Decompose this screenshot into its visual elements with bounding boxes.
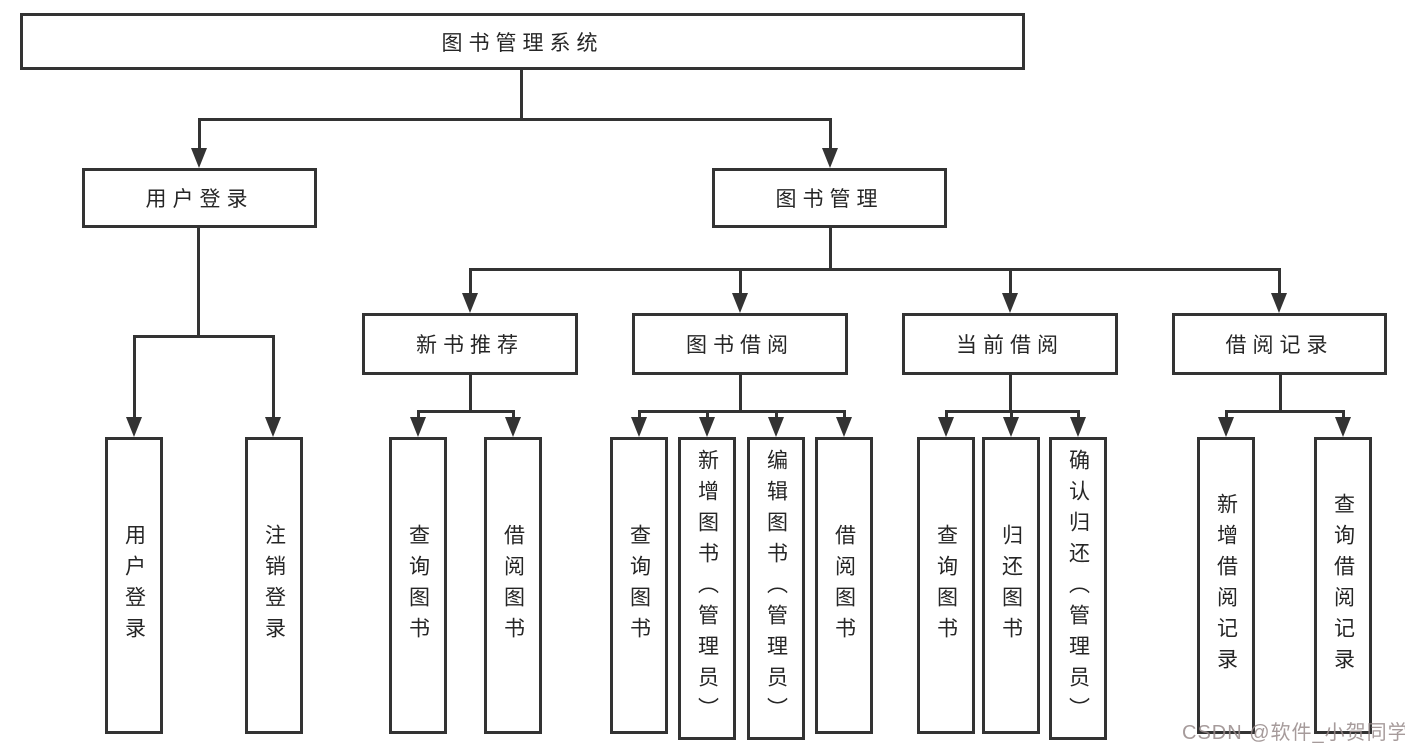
connector-leaf-stem	[1225, 410, 1228, 419]
connector-user-login-stem	[198, 118, 201, 150]
connector-leaf-stem	[775, 410, 778, 419]
connector-book-mgmt-down	[829, 228, 832, 268]
node-label: 当前借阅	[956, 334, 1064, 357]
connector-leaf-stem	[843, 410, 846, 419]
node-label: 图书借阅	[686, 334, 794, 357]
node-book-borrow: 图书借阅	[632, 313, 848, 375]
connector-leaf-stem	[706, 410, 709, 419]
arrowhead-down-icon	[1271, 293, 1287, 313]
connector-leaf-stem	[1009, 268, 1012, 295]
connector-leaf-stem	[1010, 410, 1013, 419]
leaf-label: 借阅图书	[501, 523, 525, 648]
node-user-login: 用户登录	[82, 168, 317, 228]
leaf-label: 新增借阅记录	[1214, 492, 1238, 679]
connector-borrow-records-down	[1279, 375, 1282, 412]
connector-new-book-down	[469, 375, 472, 412]
node-label: 借阅记录	[1225, 334, 1334, 357]
arrowhead-down-icon	[191, 148, 207, 168]
arrowhead-down-icon	[631, 417, 647, 437]
node-new-book-recommend: 新书推荐	[362, 313, 578, 375]
node-label: 图书管理	[775, 188, 884, 211]
connector-book-borrow-down	[739, 375, 742, 412]
leaf-borrow-add-books-admin: 新增图书（管理员）	[678, 437, 736, 740]
arrowhead-down-icon	[699, 417, 715, 437]
arrowhead-down-icon	[1070, 417, 1086, 437]
connector-leaf-stem	[133, 335, 136, 417]
connector-level3-rail	[469, 268, 1281, 271]
connector-user-login-down	[197, 228, 200, 335]
node-label: 图书管理系统	[441, 31, 604, 55]
arrowhead-down-icon	[822, 148, 838, 168]
connector-leaf-stem	[1077, 410, 1080, 419]
leaf-label: 确认归还（管理员）	[1066, 449, 1090, 728]
connector-leaf-stem	[1278, 268, 1281, 295]
leaf-label: 注销登录	[262, 523, 286, 648]
connector-leaf-stem	[1342, 410, 1345, 419]
csdn-watermark: CSDN @软件_小贺同学	[1182, 722, 1405, 744]
connector-user-login-rail	[133, 335, 275, 338]
arrowhead-down-icon	[1003, 417, 1019, 437]
connector-borrow-records-rail	[1225, 410, 1344, 413]
leaf-label: 查询图书	[406, 523, 430, 648]
arrowhead-down-icon	[1335, 417, 1351, 437]
connector-current-borrow-down	[1009, 375, 1012, 412]
arrowhead-down-icon	[1002, 293, 1018, 313]
leaf-borrow-edit-books-admin: 编辑图书（管理员）	[747, 437, 805, 740]
connector-leaf-stem	[638, 410, 641, 419]
arrowhead-down-icon	[462, 293, 478, 313]
leaf-user-login: 用户登录	[105, 437, 163, 734]
connector-leaf-stem	[512, 410, 515, 419]
connector-leaf-stem	[272, 335, 275, 417]
arrowhead-down-icon	[732, 293, 748, 313]
arrowhead-down-icon	[126, 417, 142, 437]
arrowhead-down-icon	[505, 417, 521, 437]
connector-leaf-stem	[739, 268, 742, 295]
arrowhead-down-icon	[1218, 417, 1234, 437]
leaf-label: 借阅图书	[832, 523, 856, 648]
connector-root-stem	[520, 70, 523, 118]
leaf-label: 用户登录	[122, 523, 146, 648]
node-book-management: 图书管理	[712, 168, 947, 228]
connector-level2-rail	[198, 118, 832, 121]
leaf-borrow-query-books: 查询图书	[610, 437, 668, 734]
connector-book-borrow-rail	[638, 410, 845, 413]
connector-new-book-rail	[417, 410, 515, 413]
leaf-logout: 注销登录	[245, 437, 303, 734]
node-borrow-records: 借阅记录	[1172, 313, 1387, 375]
leaf-label: 查询图书	[627, 523, 651, 648]
leaf-current-return-books: 归还图书	[982, 437, 1040, 734]
leaf-current-query-books: 查询图书	[917, 437, 975, 734]
leaf-records-query-borrow-record: 查询借阅记录	[1314, 437, 1372, 734]
leaf-label: 查询图书	[934, 523, 958, 648]
arrowhead-down-icon	[836, 417, 852, 437]
connector-book-mgmt-stem	[829, 118, 832, 150]
leaf-label: 新增图书（管理员）	[695, 449, 719, 728]
connector-leaf-stem	[945, 410, 948, 419]
leaf-label: 编辑图书（管理员）	[764, 449, 788, 728]
node-library-management-system: 图书管理系统	[20, 13, 1025, 70]
node-current-borrow: 当前借阅	[902, 313, 1118, 375]
connector-leaf-stem	[469, 268, 472, 295]
arrowhead-down-icon	[768, 417, 784, 437]
arrowhead-down-icon	[265, 417, 281, 437]
leaf-current-confirm-return-admin: 确认归还（管理员）	[1049, 437, 1107, 740]
arrowhead-down-icon	[938, 417, 954, 437]
leaf-recommend-borrow-books: 借阅图书	[484, 437, 542, 734]
leaf-records-add-borrow-record: 新增借阅记录	[1197, 437, 1255, 734]
arrowhead-down-icon	[410, 417, 426, 437]
leaf-label: 归还图书	[999, 523, 1023, 648]
node-label: 用户登录	[145, 188, 254, 211]
leaf-borrow-borrow-books: 借阅图书	[815, 437, 873, 734]
leaf-label: 查询借阅记录	[1331, 492, 1355, 679]
connector-leaf-stem	[417, 410, 420, 419]
node-label: 新书推荐	[416, 334, 524, 357]
leaf-recommend-query-books: 查询图书	[389, 437, 447, 734]
